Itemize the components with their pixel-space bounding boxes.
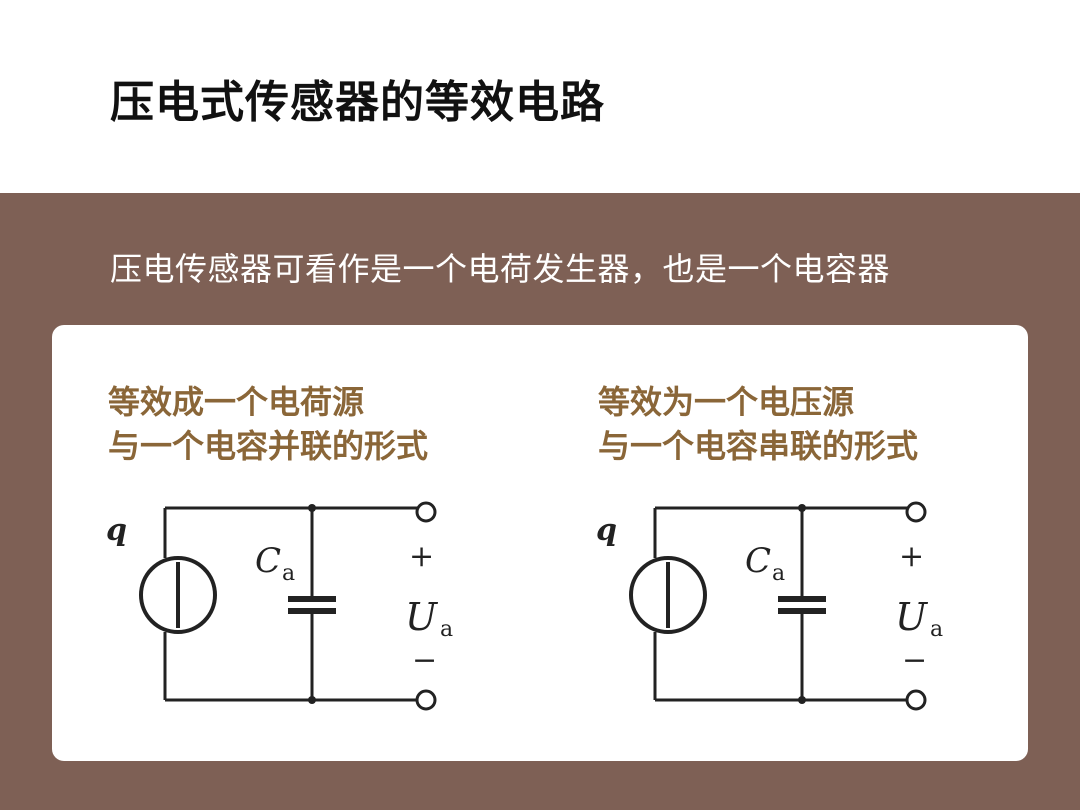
cap-label: C [745,541,771,581]
diagram-card [52,325,1028,761]
cap-subscript: a [282,561,295,586]
capacitor-symbol [778,596,826,614]
voltage-label: U [895,595,929,639]
right-heading-line2: 与一个电容串联的形式 [598,427,919,465]
right-heading-line1: 等效为一个电压源 [598,383,855,421]
right-circuit-diagram: q C a + U a − [596,501,943,711]
capacitor-symbol [288,596,336,614]
cap-label: C [255,541,281,581]
subtitle: 压电传感器可看作是一个电荷发生器，也是一个电容器 [110,250,891,288]
plus-label: + [899,539,924,574]
minus-label: − [412,643,437,678]
left-heading-line1: 等效成一个电荷源 [108,383,365,421]
cap-subscript: a [772,561,785,586]
voltage-label: U [405,595,439,639]
source-label: q [106,513,127,548]
source-label: q [596,513,617,548]
minus-label: − [902,643,927,678]
terminals [415,501,437,711]
right-heading: 等效为一个电压源 与一个电容串联的形式 [598,380,918,468]
left-heading-line2: 与一个电容并联的形式 [108,427,429,465]
current-source-symbol [139,556,217,634]
plus-label: + [409,539,434,574]
page-title: 压电式传感器的等效电路 [110,77,605,128]
voltage-subscript: a [440,617,453,642]
voltage-subscript: a [930,617,943,642]
left-heading: 等效成一个电荷源 与一个电容并联的形式 [108,380,428,468]
terminals [905,501,927,711]
left-circuit-diagram: q C a + U a − [106,501,453,711]
source-symbol [629,556,707,634]
